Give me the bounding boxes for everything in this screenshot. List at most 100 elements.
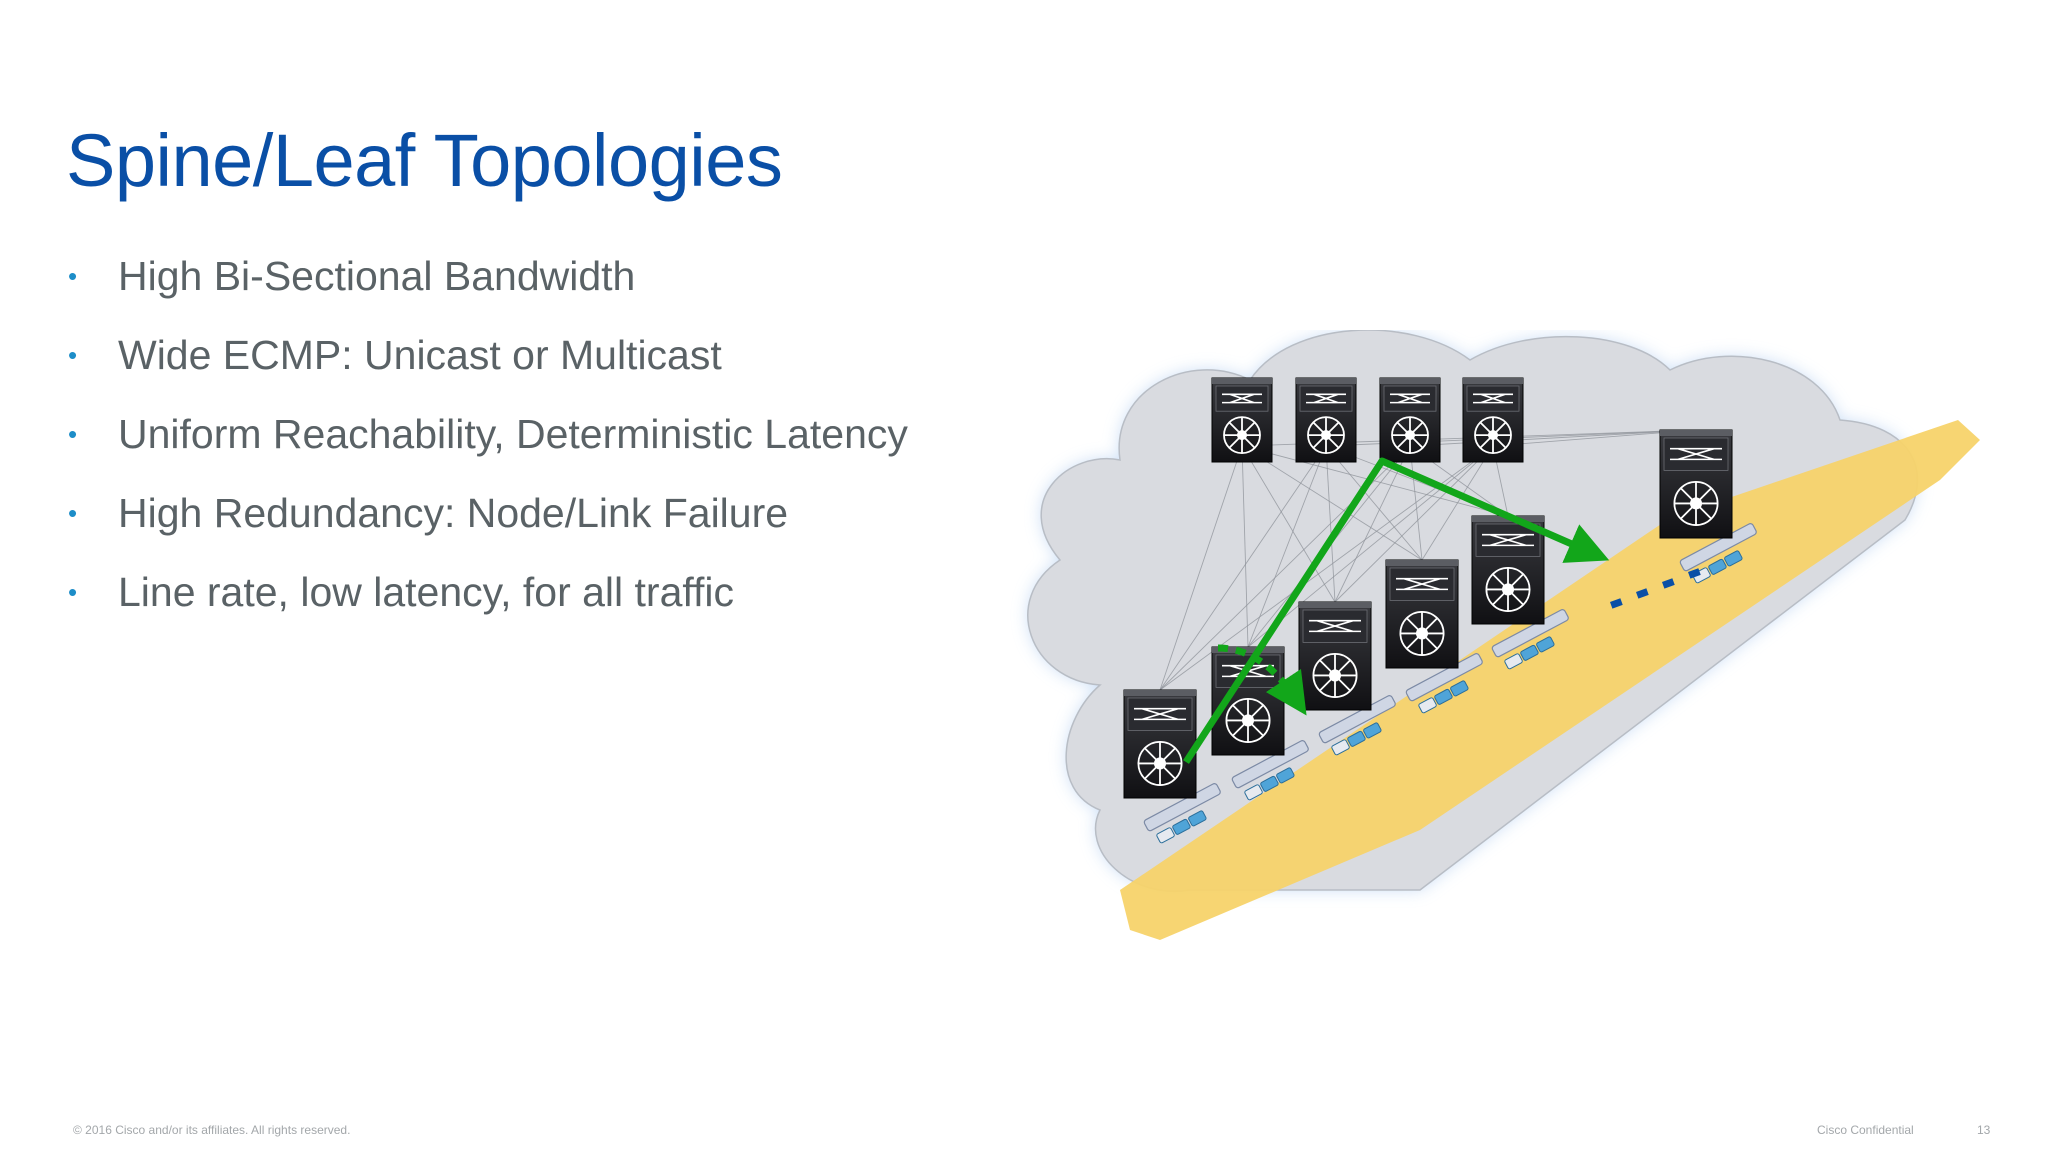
- switch-top: [1299, 602, 1371, 608]
- spine-switches: [1211, 377, 1524, 463]
- ellipsis-dot: [1688, 568, 1701, 579]
- bullet-item: • High Bi-Sectional Bandwidth: [66, 246, 908, 325]
- crossed-arrows-icon: [1306, 393, 1346, 404]
- top-of-rack-bar: [1231, 740, 1309, 789]
- footer-confidential: Cisco Confidential: [1817, 1123, 1914, 1137]
- crossed-arrows-icon: [1222, 393, 1262, 404]
- switch-panel: [1389, 567, 1455, 601]
- spine-switch-icon: [1379, 377, 1441, 463]
- emblem-core: [1404, 430, 1416, 441]
- footer-page-number: 13: [1977, 1123, 1991, 1137]
- bullet-dot-icon: •: [68, 577, 78, 607]
- server-icon: [1188, 810, 1207, 827]
- fabric-link: [1334, 445, 1494, 603]
- server-rack: [1143, 783, 1221, 844]
- server-icon: [1536, 636, 1555, 653]
- switch-top: [1660, 430, 1732, 436]
- server-icon: [1520, 644, 1539, 661]
- server-icon: [1244, 784, 1263, 801]
- ellipsis-dots: [1610, 568, 1701, 609]
- emblem-core: [1487, 430, 1499, 441]
- bullet-item: • Wide ECMP: Unicast or Multicast: [66, 325, 908, 404]
- bullet-dot-icon: •: [68, 261, 78, 291]
- bullet-text: Line rate, low latency, for all traffic: [118, 569, 735, 615]
- bullet-item: • Line rate, low latency, for all traffic: [66, 562, 908, 641]
- emblem-core: [1320, 430, 1332, 441]
- server-icon: [1724, 550, 1743, 567]
- bullet-item: •High Redundancy: Node/Link Failure: [66, 483, 908, 562]
- spine-switch-icon: [1462, 377, 1524, 463]
- traffic-paths: [1183, 457, 1610, 764]
- bullet-dot-icon: •: [68, 498, 78, 528]
- bullet-list: • High Bi-Sectional Bandwidth • Wide ECMP:…: [66, 246, 908, 641]
- spine-switch-icon: [1295, 377, 1357, 463]
- crossed-arrows-icon: [1396, 577, 1448, 591]
- crossed-arrows-icon: [1390, 393, 1430, 404]
- server-icon: [1331, 739, 1350, 756]
- server-icon: [1708, 558, 1727, 575]
- fabric-link: [1241, 445, 1423, 561]
- bullet-dot-icon: •: [68, 419, 78, 449]
- fabric-band: [1120, 420, 1980, 940]
- server-rack: [1679, 523, 1757, 584]
- spine-switch-icon: [1211, 377, 1273, 463]
- emblem-core: [1501, 583, 1515, 596]
- emblem-core: [1236, 430, 1248, 441]
- ellipsis-dot: [1662, 578, 1675, 589]
- server-icon: [1260, 775, 1279, 792]
- switch-top: [1463, 378, 1523, 384]
- footer-copyright: © 2016 Cisco and/or its affiliates. All …: [73, 1123, 351, 1137]
- emblem-core: [1241, 714, 1255, 727]
- leaf-switches: [1123, 429, 1733, 799]
- server-icon: [1276, 767, 1295, 784]
- fabric-link: [1241, 445, 1249, 648]
- fabric-link: [1334, 445, 1411, 603]
- leaf-switch-icon: [1123, 689, 1197, 799]
- ellipsis-dot: [1610, 598, 1623, 609]
- leaf-switch-icon: [1659, 429, 1733, 539]
- top-of-rack-bar: [1318, 695, 1396, 744]
- server-icon: [1172, 818, 1191, 835]
- server-racks: [1143, 523, 1757, 844]
- top-of-rack-bar: [1491, 609, 1569, 658]
- fabric-link: [1409, 429, 1697, 447]
- bullet-text: Uniform Reachability, Deterministic Late…: [118, 411, 908, 457]
- server-icon: [1434, 688, 1453, 705]
- emblem-core: [1153, 757, 1167, 770]
- server-rack: [1491, 609, 1569, 670]
- slide-title: Spine/Leaf Topologies: [66, 119, 783, 202]
- server-icon: [1363, 722, 1382, 739]
- bullet-text: Wide ECMP: Unicast or Multicast: [118, 332, 722, 378]
- server-icon: [1504, 653, 1523, 670]
- fabric-link: [1241, 445, 1509, 517]
- fabric-link: [1247, 445, 1494, 648]
- server-icon: [1418, 697, 1437, 714]
- fabric-link: [1421, 445, 1494, 561]
- fabric-link: [1247, 445, 1327, 648]
- topology-svg: [1027, 330, 1980, 940]
- leaf-switch-icon: [1298, 601, 1372, 711]
- server-icon: [1347, 730, 1366, 747]
- crossed-arrows-icon: [1309, 619, 1361, 633]
- switch-top: [1296, 378, 1356, 384]
- bullet-dot-icon: •: [68, 340, 78, 370]
- spine-leaf-diagram: [990, 330, 2010, 970]
- top-of-rack-bar: [1679, 523, 1757, 572]
- crossed-arrows-icon: [1670, 447, 1722, 461]
- fabric-link: [1159, 445, 1327, 691]
- path-arrow-dashed: [1217, 644, 1307, 716]
- bullet-item: • Uniform Reachability, Deterministic Lat…: [66, 404, 908, 483]
- fabric-link: [1325, 445, 1423, 561]
- bullet-text: High Bi-Sectional Bandwidth: [118, 253, 636, 299]
- leaf-switch-icon: [1471, 515, 1545, 625]
- server-rack: [1231, 740, 1309, 801]
- fabric-link: [1159, 445, 1243, 691]
- ellipsis-dot: [1636, 588, 1649, 599]
- emblem-core: [1328, 669, 1342, 682]
- server-icon: [1450, 680, 1469, 697]
- switch-top: [1212, 647, 1284, 653]
- emblem-core: [1689, 497, 1703, 510]
- top-of-rack-bar: [1143, 783, 1221, 832]
- crossed-arrows-icon: [1473, 393, 1513, 404]
- switch-top: [1212, 378, 1272, 384]
